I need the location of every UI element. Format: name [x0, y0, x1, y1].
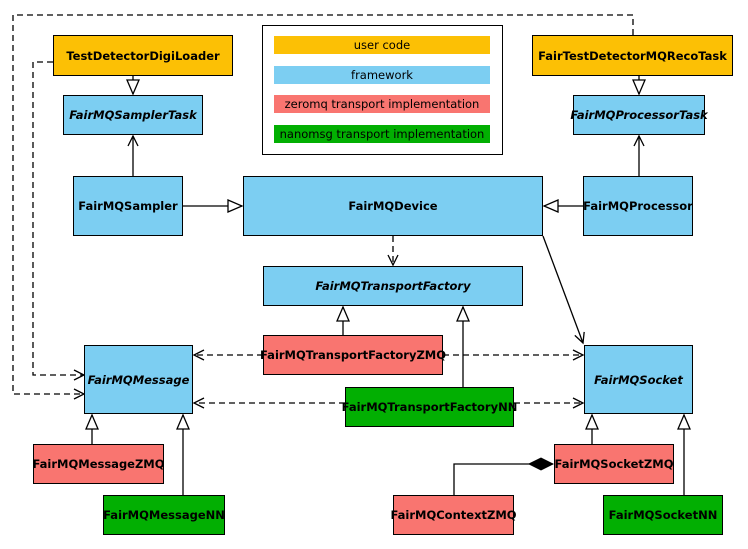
node-fairmqmessage: FairMQMessage	[84, 345, 193, 414]
node-fairmqtransportfactorynn: FairMQTransportFactoryNN	[342, 387, 517, 427]
edge-device-socket	[542, 235, 585, 345]
node-fairmqmessagezmq: FairMQMessageZMQ	[32, 444, 165, 484]
node-fairmqdevice: FairMQDevice	[243, 176, 543, 236]
legend-item-framework: framework	[274, 66, 490, 84]
node-fairmqsocketzmq: FairMQSocketZMQ	[554, 444, 674, 484]
legend-item-zeromq: zeromq transport implementation	[274, 95, 490, 113]
node-fairmqmessagenn: FairMQMessageNN	[103, 495, 225, 535]
node-fairmqsocket: FairMQSocket	[584, 345, 693, 414]
node-fairmqtransportfactory: FairMQTransportFactory	[263, 266, 523, 306]
node-fairmqprocessortask: FairMQProcessorTask	[570, 95, 708, 135]
node-fairmqprocessor: FairMQProcessor	[583, 176, 693, 236]
node-fairmqtransportfactoryzmq: FairMQTransportFactoryZMQ	[260, 335, 446, 375]
node-fairtestdetectormqrecotask: FairTestDetectorMQRecoTask	[532, 35, 733, 76]
edge-contextzmq-socketzmq	[453, 464, 553, 495]
edge-recotask-message	[12, 14, 634, 400]
node-fairmqcontextzmq: FairMQContextZMQ	[390, 495, 517, 535]
legend-item-nanomsg: nanomsg transport implementation	[274, 125, 490, 143]
node-testdetectordigiloader: TestDetectorDigiLoader	[53, 35, 233, 76]
legend-item-user-code: user code	[274, 36, 490, 54]
node-fairmqsocketnn: FairMQSocketNN	[603, 495, 723, 535]
node-fairmqsampler: FairMQSampler	[73, 176, 183, 236]
legend-box: user code framework zeromq transport imp…	[262, 25, 503, 155]
edge-digiloader-message	[32, 61, 86, 381]
node-fairmqsamplertask: FairMQSamplerTask	[63, 95, 203, 135]
